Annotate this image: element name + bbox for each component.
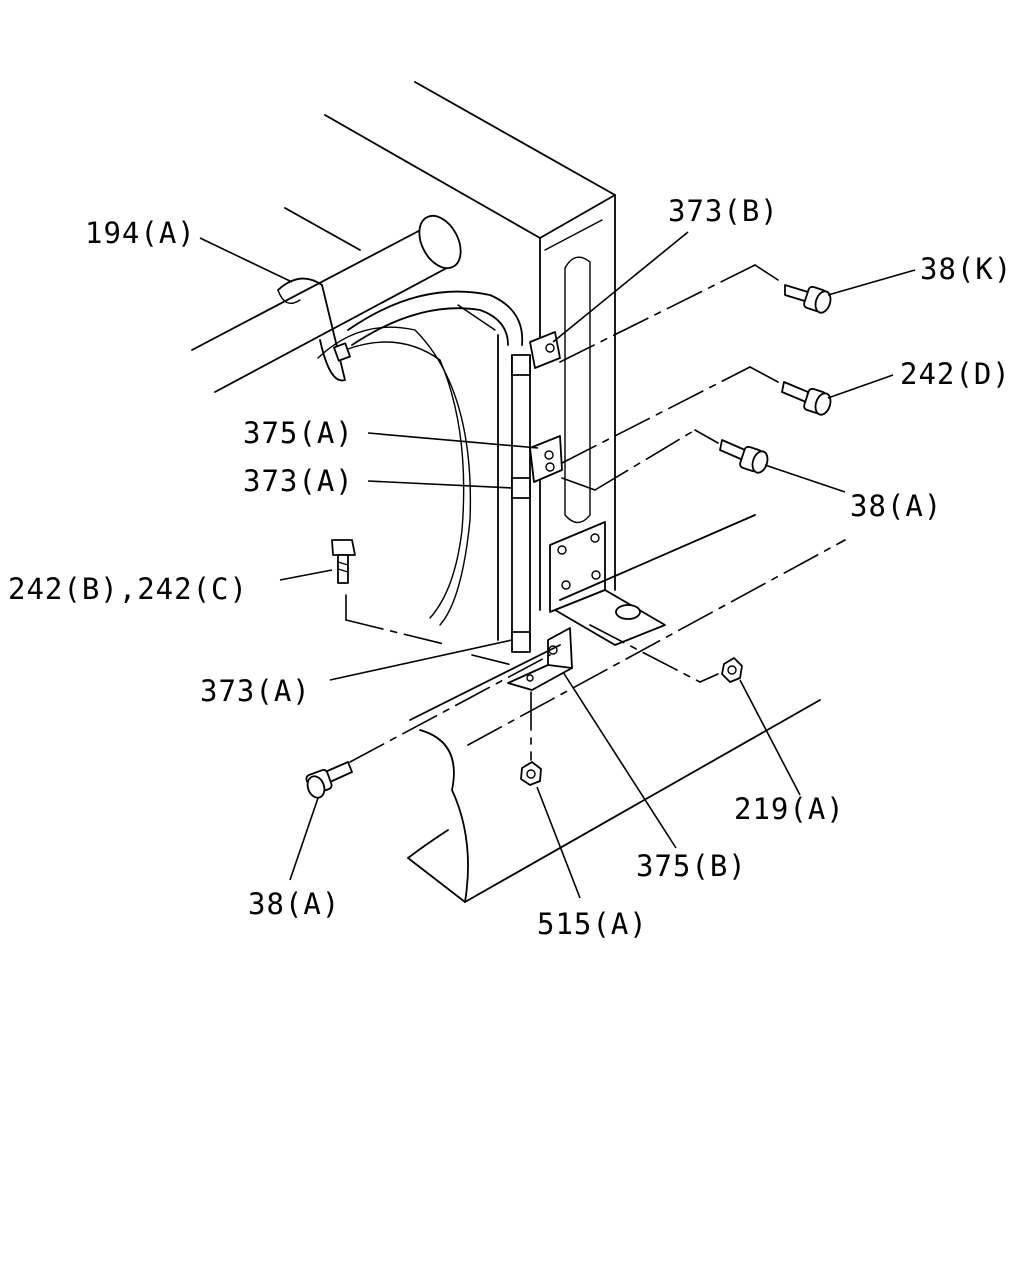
alignment-lines xyxy=(345,264,779,763)
label-373b: 373(B) xyxy=(668,194,779,228)
label-375a: 375(A) xyxy=(243,416,354,450)
bracket-375b xyxy=(507,627,573,691)
fan-shroud xyxy=(317,326,472,626)
label-38a-left: 38(A) xyxy=(248,887,340,921)
bolt-38k xyxy=(784,284,832,314)
pipe-194a xyxy=(191,214,524,393)
bolt-242bc xyxy=(331,539,356,584)
frame-rail xyxy=(407,514,846,903)
part-labels: 194(A) 373(B) 38(K) 242(D) 375(A) 373(A)… xyxy=(8,194,1012,941)
label-242d: 242(D) xyxy=(900,357,1011,391)
vertical-tube xyxy=(511,354,531,653)
clip-373b xyxy=(529,331,561,369)
bolt-38a-left xyxy=(305,761,353,799)
label-373a-bottom: 373(A) xyxy=(200,674,311,708)
label-219a: 219(A) xyxy=(734,792,845,826)
bolt-38a-right xyxy=(719,439,769,474)
label-38k: 38(K) xyxy=(920,252,1012,286)
label-38a-right: 38(A) xyxy=(850,489,942,523)
label-375b: 375(B) xyxy=(636,849,747,883)
leader-lines xyxy=(199,231,916,899)
nut-515a xyxy=(520,761,542,786)
clip-375a xyxy=(529,435,563,483)
mounting-plate xyxy=(549,521,666,646)
label-194a: 194(A) xyxy=(85,216,196,250)
nut-219a xyxy=(721,657,743,683)
label-242bc: 242(B),242(C) xyxy=(8,572,248,606)
bolt-242d xyxy=(781,381,832,416)
label-515a: 515(A) xyxy=(537,907,648,941)
label-373a-top: 373(A) xyxy=(243,464,354,498)
